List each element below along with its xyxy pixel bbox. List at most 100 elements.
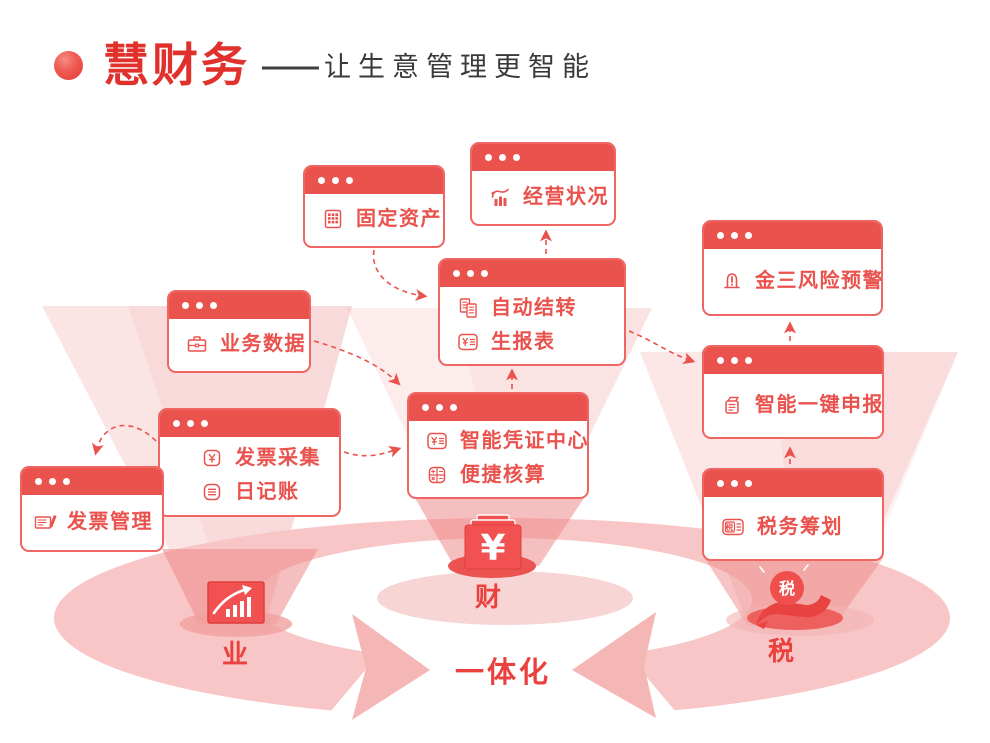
card-tax-planning: 税 税务筹划 xyxy=(702,468,884,561)
card-voucher-center: 智能凭证中心 便捷核算 xyxy=(407,392,589,499)
window-dot-icon xyxy=(210,302,217,309)
invoice-pen-icon xyxy=(34,514,57,529)
yen-report-icon xyxy=(458,333,478,350)
finance-glow-ellipse xyxy=(377,571,633,625)
finance-label: 财 xyxy=(475,582,502,612)
window-dot-icon xyxy=(745,232,752,239)
connector-carryover-filing xyxy=(628,330,696,365)
card-label: 金三风险预警 xyxy=(755,269,883,292)
window-dot-icon xyxy=(182,302,189,309)
window-dot-icon xyxy=(453,270,460,277)
window-dot-icon xyxy=(485,154,492,161)
window-dot-icon xyxy=(731,357,738,364)
brand-header: 慧财务 —— 让生意管理更智能 xyxy=(54,42,596,88)
yen-badge-icon xyxy=(203,449,221,467)
card-invoice-collection: 发票采集 日记账 xyxy=(158,408,341,517)
connector-fixedassets-carryover xyxy=(372,249,428,301)
window-dot-icon xyxy=(745,357,752,364)
window-dot-icon xyxy=(731,232,738,239)
card-auto-carryover: 自动结转 生报表 xyxy=(438,258,626,366)
docs-icon xyxy=(459,297,477,318)
journal-icon xyxy=(203,483,221,501)
yen-doc-icon xyxy=(427,432,447,450)
window-dot-icon xyxy=(196,302,203,309)
window-dot-icon xyxy=(731,480,738,487)
integration-label: 一体化 xyxy=(455,657,552,689)
window-titlebar xyxy=(704,347,882,374)
grid-icon xyxy=(324,209,342,229)
window-dot-icon xyxy=(745,480,752,487)
card-label: 业务数据 xyxy=(220,333,306,355)
title-dash: —— xyxy=(262,50,319,83)
window-dot-icon xyxy=(63,478,70,485)
card-label: 经营状况 xyxy=(523,185,609,208)
window-dot-icon xyxy=(717,232,724,239)
window-dot-icon xyxy=(481,270,488,277)
tax-coin-char: 税 xyxy=(779,579,795,598)
card-golden-tax-risk: 金三风险预警 xyxy=(702,220,883,316)
tax-label: 税 xyxy=(768,636,795,666)
window-titlebar xyxy=(409,394,587,421)
window-titlebar xyxy=(160,410,339,437)
card-label: 发票管理 xyxy=(67,510,153,533)
card-business-status: 经营状况 xyxy=(470,142,616,226)
window-dot-icon xyxy=(422,404,429,411)
window-dot-icon xyxy=(173,420,180,427)
window-titlebar xyxy=(704,470,882,497)
finance-yen-stack-icon: ¥ xyxy=(464,514,522,570)
card-label: 发票采集 xyxy=(235,447,321,469)
briefcase-icon xyxy=(187,336,207,352)
window-dot-icon xyxy=(318,177,325,184)
business-label: 业 xyxy=(222,639,249,669)
card-label: 自动结转 xyxy=(491,296,577,319)
ring-gap xyxy=(304,586,702,743)
card-one-click-filing: 智能一键申报 xyxy=(702,345,884,439)
window-dot-icon xyxy=(467,270,474,277)
window-dot-icon xyxy=(499,154,506,161)
business-chart-icon xyxy=(207,581,265,624)
calculator-icon xyxy=(428,466,446,484)
card-business-data: 业务数据 xyxy=(167,290,311,373)
window-dot-icon xyxy=(49,478,56,485)
card-label: 生报表 xyxy=(491,330,556,353)
connector-invoicecol-voucher xyxy=(343,445,402,458)
window-titlebar xyxy=(440,260,624,287)
connector-invoicecol-invoicemgmt xyxy=(92,424,157,456)
page-title: 慧财务 xyxy=(103,39,250,91)
window-titlebar xyxy=(472,144,614,171)
page-subtitle: 让生意管理更智能 xyxy=(324,51,596,82)
window-dot-icon xyxy=(436,404,443,411)
ring-arrow-right-icon xyxy=(572,612,656,718)
card-fixed-assets: 固定资产 xyxy=(303,165,445,248)
card-invoice-management: 发票管理 xyxy=(20,466,164,552)
window-dot-icon xyxy=(201,420,208,427)
window-titlebar xyxy=(704,222,881,249)
card-label: 税务筹划 xyxy=(757,516,843,538)
card-label: 固定资产 xyxy=(356,208,442,230)
ring-arrow-left-icon xyxy=(352,614,430,720)
card-label: 便捷核算 xyxy=(460,464,546,486)
brand-dot-icon xyxy=(54,50,83,80)
card-label: 日记账 xyxy=(235,481,300,503)
card-label: 智能一键申报 xyxy=(755,393,884,416)
window-dot-icon xyxy=(35,478,42,485)
window-titlebar xyxy=(22,468,162,495)
window-dot-icon xyxy=(346,177,353,184)
window-dot-icon xyxy=(332,177,339,184)
trend-chart-icon xyxy=(490,188,509,206)
flow-connectors xyxy=(92,229,796,464)
window-titlebar xyxy=(305,167,443,194)
connector-bizdata-voucher xyxy=(313,340,401,386)
alert-icon xyxy=(724,272,740,288)
tax-coin-hand-icon: 税 xyxy=(756,564,831,629)
yen-symbol: ¥ xyxy=(480,528,505,569)
card-label: 智能凭证中心 xyxy=(460,430,589,452)
tax-char: 税 xyxy=(725,522,735,532)
window-dot-icon xyxy=(187,420,194,427)
window-dot-icon xyxy=(513,154,520,161)
window-dot-icon xyxy=(717,357,724,364)
window-titlebar xyxy=(169,292,309,319)
window-dot-icon xyxy=(450,404,457,411)
printer-doc-icon xyxy=(725,396,739,414)
